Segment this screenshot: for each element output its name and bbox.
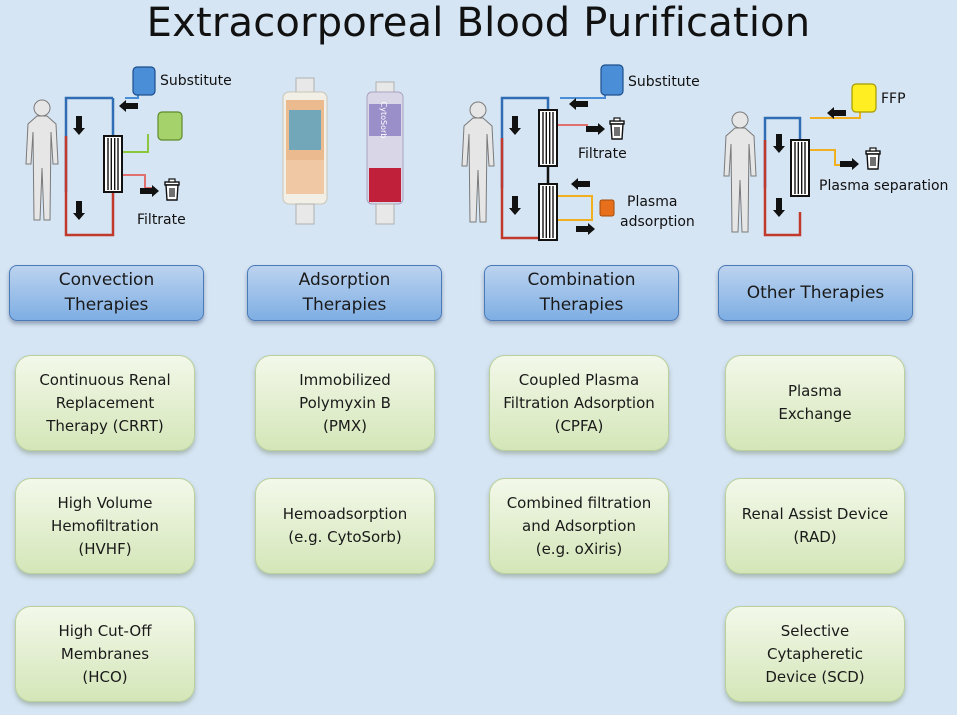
fluid-bag-icon — [157, 111, 183, 141]
therapy-box-cpfa: Coupled Plasma Filtration Adsorption (CP… — [489, 355, 669, 451]
pmx-cartridge-icon — [282, 77, 328, 225]
header-adsorption-therapies: Adsorption Therapies — [247, 265, 442, 321]
waste-bin-icon — [609, 117, 625, 140]
adsorber-filter-icon — [538, 183, 558, 241]
hemofilter-icon — [103, 135, 123, 193]
header-other-therapies: Other Therapies — [718, 265, 913, 321]
arrow-left-icon — [827, 107, 846, 119]
blood-line-return — [763, 140, 802, 237]
waste-bin-icon — [164, 178, 180, 201]
arrow-down-icon — [73, 201, 85, 220]
header-combination-therapies: Combination Therapies — [484, 265, 679, 321]
substitute-bag-icon — [132, 66, 156, 96]
arrow-down-icon — [73, 116, 85, 135]
substitute-label: Substitute — [628, 74, 700, 90]
patient-figure-icon — [723, 111, 757, 233]
plasma-adsorption-label-line2: adsorption — [620, 214, 695, 230]
blood-line-return — [64, 136, 115, 237]
plasma-separator-icon — [790, 139, 810, 197]
therapy-box-hvhf: High Volume Hemofiltration (HVHF) — [15, 478, 195, 574]
cytosorb-cartridge-icon: CytoSorb — [366, 81, 404, 225]
combination-illustration: Substitute Filtrate Plasma adsorption — [461, 64, 700, 241]
page-title: Extracorporeal Blood Purification — [146, 0, 811, 46]
therapy-box-hemoadsorption: Hemoadsorption (e.g. CytoSorb) — [255, 478, 435, 574]
therapy-box-plasma-exchange: Plasma Exchange — [725, 355, 905, 451]
patient-figure-icon — [25, 99, 59, 221]
plasma-adsorption-label-line1: Plasma — [627, 194, 677, 210]
substitute-bag-icon — [600, 64, 624, 96]
arrow-right-icon — [586, 123, 605, 135]
arrow-right-icon — [840, 158, 859, 170]
adsorption-illustration: CytoSorb — [282, 77, 404, 225]
convection-illustration: Substitute Filtrate — [25, 66, 232, 237]
therapy-box-oxiris: Combined filtration and Adsorption (e.g.… — [489, 478, 669, 574]
therapy-box-hco: High Cut-Off Membranes (HCO) — [15, 606, 195, 702]
arrow-left-icon — [569, 98, 588, 110]
plasma-separation-label: Plasma separation — [819, 178, 948, 194]
adsorber-cartridge-icon — [599, 199, 615, 217]
filtrate-label: Filtrate — [578, 146, 627, 162]
therapy-box-scd: Selective Cytapheretic Device (SCD) — [725, 606, 905, 702]
arrow-down-icon — [773, 134, 785, 153]
patient-figure-icon — [461, 101, 495, 223]
filtrate-label: Filtrate — [137, 212, 186, 228]
substitute-label: Substitute — [160, 73, 232, 89]
ffp-bag-icon — [851, 83, 877, 113]
illustrations: Substitute Filtrate CytoSorb — [25, 64, 948, 241]
therapy-box-pmx: Immobilized Polymyxin B (PMX) — [255, 355, 435, 451]
arrow-down-icon — [773, 198, 785, 217]
arrow-right-icon — [576, 223, 595, 235]
ffp-label: FFP — [881, 91, 906, 107]
arrow-left-icon — [571, 178, 590, 190]
waste-bin-icon — [865, 147, 881, 170]
therapy-box-crrt: Continuous Renal Replacement Therapy (CR… — [15, 355, 195, 451]
other-illustration: FFP Plasma separation — [723, 83, 948, 237]
therapy-box-rad: Renal Assist Device (RAD) — [725, 478, 905, 574]
header-convection-therapies: Convection Therapies — [9, 265, 204, 321]
arrow-right-icon — [140, 185, 159, 197]
arrow-down-icon — [509, 116, 521, 135]
cytosorb-device-label: CytoSorb — [379, 102, 388, 139]
arrow-left-icon — [119, 100, 138, 112]
arrow-down-icon — [509, 196, 521, 215]
plasma-filter-icon — [538, 109, 558, 167]
